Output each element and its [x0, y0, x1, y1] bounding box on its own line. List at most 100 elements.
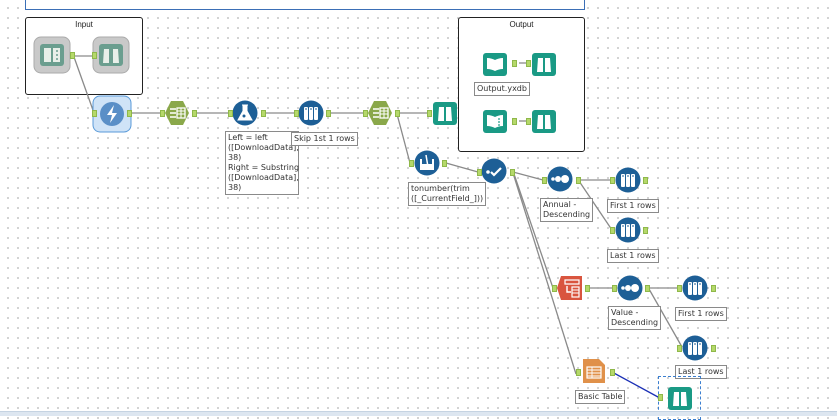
wire [512, 171, 544, 181]
sort-icon [547, 166, 573, 192]
report-table-icon [583, 359, 605, 383]
comment-box[interactable] [25, 0, 585, 10]
wire [512, 172, 577, 375]
output-anchor[interactable] [512, 118, 517, 125]
output-anchor[interactable] [510, 169, 515, 176]
book-icon [483, 110, 507, 133]
wire [445, 162, 479, 173]
browse-tool[interactable] [667, 385, 693, 411]
book-open-icon [483, 53, 507, 76]
transpose-tool[interactable] [557, 275, 583, 301]
browse-tool[interactable] [531, 108, 557, 134]
output-anchor[interactable] [645, 285, 650, 292]
output-anchor[interactable] [442, 160, 447, 167]
input-anchor[interactable] [92, 110, 97, 117]
input-anchor[interactable] [92, 52, 97, 59]
input-anchor[interactable] [612, 285, 617, 292]
input-anchor[interactable] [610, 227, 615, 234]
beaker-icon [414, 150, 440, 176]
canvas-bottom-edge [0, 411, 837, 416]
text-to-columns-tool[interactable] [367, 100, 393, 126]
input-data-tool[interactable] [33, 36, 71, 74]
basic-table-tool[interactable] [581, 358, 607, 384]
output-file-annotation: Output.yxdb [474, 82, 530, 96]
output-anchor[interactable] [711, 285, 716, 292]
sort-value-annotation: Value - Descending [608, 306, 662, 330]
binoculars-icon [532, 53, 556, 76]
binoculars-icon [668, 387, 692, 410]
input-anchor[interactable] [294, 110, 299, 117]
browse-tool[interactable] [531, 51, 557, 77]
input-anchor[interactable] [526, 60, 531, 67]
sort-icon [617, 275, 643, 301]
wire [396, 113, 411, 164]
input-anchor[interactable] [677, 285, 682, 292]
input-anchor[interactable] [552, 285, 557, 292]
input-anchor[interactable] [228, 110, 233, 117]
sort-annual-annotation: Annual - Descending [540, 198, 594, 222]
output-anchor[interactable] [576, 177, 581, 184]
sample-icon [682, 335, 708, 361]
sample-skip-tool[interactable] [298, 100, 324, 126]
selected-wire [611, 371, 659, 398]
text-to-columns-tool[interactable] [164, 100, 190, 126]
table-icon [165, 101, 189, 125]
input-anchor[interactable] [526, 118, 531, 125]
input-anchor[interactable] [576, 369, 581, 376]
browse-tool[interactable] [432, 100, 458, 126]
sample-first-tool[interactable] [615, 167, 641, 193]
book-icon [33, 36, 71, 74]
input-anchor[interactable] [658, 394, 663, 401]
flask-icon [232, 100, 258, 126]
output-anchor[interactable] [70, 52, 75, 59]
input-anchor[interactable] [160, 110, 165, 117]
formula-tool[interactable] [232, 100, 258, 126]
sample-first-tool[interactable] [682, 275, 708, 301]
output-anchor[interactable] [192, 110, 197, 117]
output-anchor[interactable] [711, 345, 716, 352]
output-anchor[interactable] [261, 110, 266, 117]
input-anchor[interactable] [363, 110, 368, 117]
select-tool[interactable] [481, 158, 507, 184]
input-anchor[interactable] [677, 345, 682, 352]
output-anchor[interactable] [643, 177, 648, 184]
table-icon [368, 101, 392, 125]
output-data-tool[interactable] [482, 108, 508, 134]
sample-last-tool[interactable] [682, 335, 708, 361]
input-anchor[interactable] [409, 160, 414, 167]
sample-icon [615, 217, 641, 243]
output-anchor[interactable] [643, 227, 648, 234]
output-anchor[interactable] [395, 110, 400, 117]
wire [73, 56, 95, 114]
output-data-tool[interactable] [482, 51, 508, 77]
sample-icon [682, 275, 708, 301]
transpose-icon [557, 276, 582, 300]
basic-table-annotation: Basic Table [575, 390, 626, 404]
input-anchor[interactable] [477, 169, 482, 176]
sort-value-tool[interactable] [617, 275, 643, 301]
input-anchor[interactable] [610, 177, 615, 184]
sample-last-tool[interactable] [615, 217, 641, 243]
input-anchor[interactable] [542, 177, 547, 184]
multi-field-annotation: tonumber(trim ([_CurrentField_])) [408, 182, 487, 206]
wire [513, 173, 554, 289]
sort-annual-tool[interactable] [547, 166, 573, 192]
formula-annotation: Left = left ([DownloadData], 38) Right =… [225, 131, 299, 195]
first-rows-annotation: First 1 rows [607, 199, 659, 213]
browse-input-tool[interactable] [92, 36, 130, 74]
sample-icon [615, 167, 641, 193]
checkmark-icon [481, 158, 507, 184]
binoculars-icon [92, 36, 130, 74]
multi-field-formula-tool[interactable] [414, 150, 440, 176]
output-anchor[interactable] [585, 285, 590, 292]
output-anchor[interactable] [127, 110, 132, 117]
wire [648, 288, 683, 348]
output-anchor[interactable] [512, 60, 517, 67]
output-anchor[interactable] [326, 110, 331, 117]
lightning-icon [92, 95, 132, 133]
input-anchor[interactable] [427, 110, 432, 117]
output-anchor[interactable] [610, 369, 615, 376]
dynamic-input-tool[interactable] [92, 95, 132, 133]
